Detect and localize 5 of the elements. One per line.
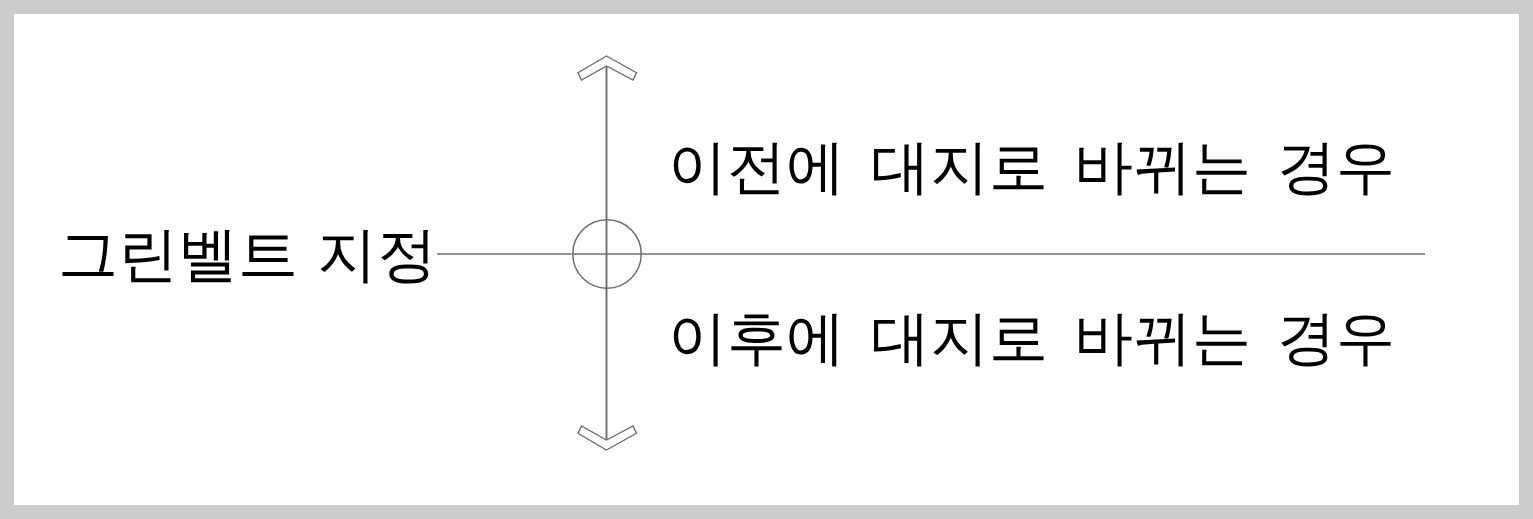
- case-label: 이후에 대지로 바뀌는 경우: [668, 304, 1395, 372]
- case-label: 이전에 대지로 바뀌는 경우: [668, 133, 1395, 201]
- crosshair-circle: [571, 219, 642, 289]
- event-label: 그린벨트 지정: [57, 219, 437, 289]
- connector-line: [436, 253, 573, 255]
